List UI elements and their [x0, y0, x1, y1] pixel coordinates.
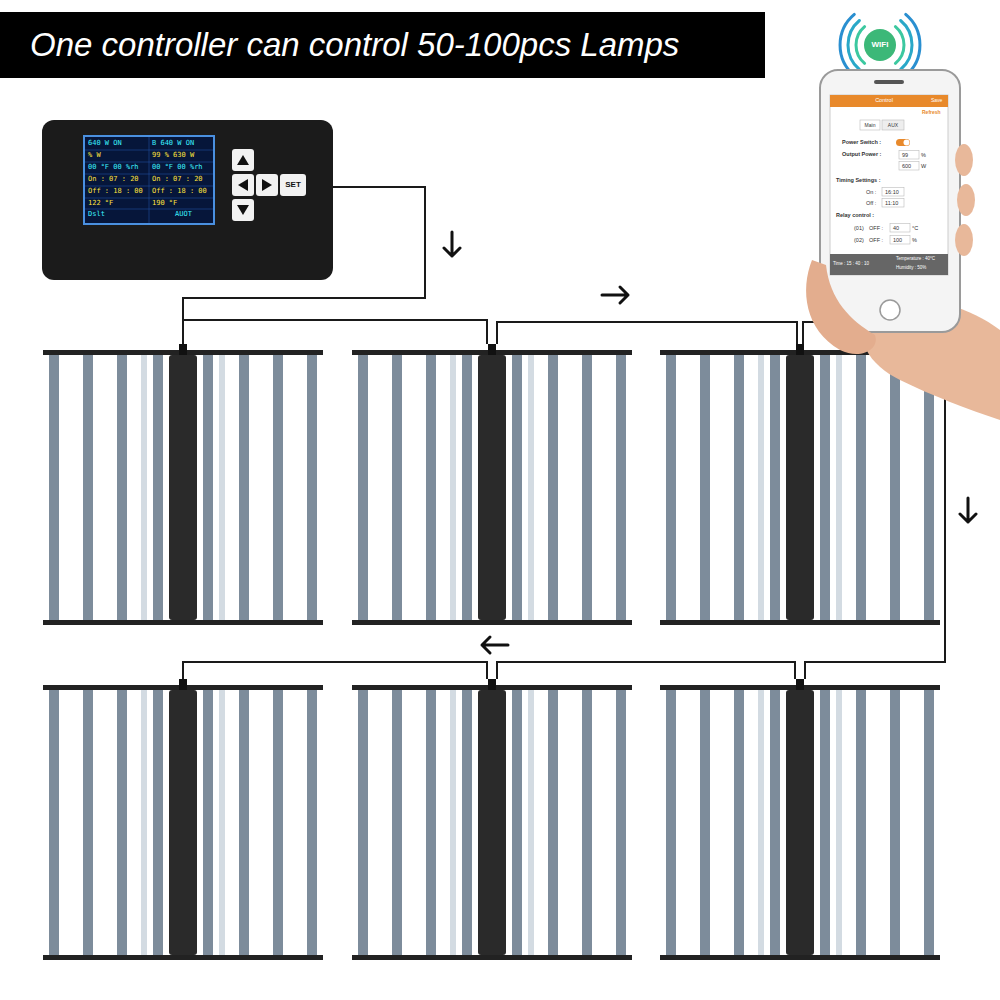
down-button [232, 199, 254, 221]
app-text: 40 [893, 226, 899, 232]
app-text: 16:10 [885, 190, 899, 196]
signal-wire [183, 320, 945, 679]
app-text: Relay control : [836, 213, 874, 219]
lamp [660, 344, 940, 625]
app-text: 600 [902, 164, 911, 170]
left-arrow [482, 637, 508, 653]
app-text: % [921, 153, 926, 159]
button-label: SET [285, 181, 301, 189]
app-text: 11:10 [885, 201, 898, 207]
lamp [43, 679, 323, 960]
app-text: AUX [888, 123, 898, 128]
screen-readout: On : 07 : 20 [152, 176, 203, 183]
tab [860, 120, 880, 130]
app-text: OFF : [869, 238, 883, 244]
title-banner: One controller can control 50-100pcs Lam… [0, 12, 765, 78]
app-text: W [921, 164, 926, 170]
phone-body [820, 70, 960, 332]
lamp [352, 679, 632, 960]
app-text: 99 [902, 153, 908, 159]
home-button [880, 300, 900, 320]
controller [42, 120, 333, 280]
finger [955, 144, 973, 176]
controller-body [42, 120, 333, 280]
up-symbol [237, 155, 249, 165]
app-text: 100 [893, 238, 902, 244]
tab [882, 120, 904, 130]
screen-grid [85, 137, 213, 223]
left-button [232, 174, 254, 196]
app-text: Time : 15 : 40 : 10 [833, 262, 869, 267]
screen-readout: 99 % 630 W [152, 152, 194, 159]
app-text: Power Switch : [842, 140, 881, 146]
screen-readout: 640 W ON [88, 140, 122, 147]
right-button [256, 174, 278, 196]
power-toggle-knob [904, 140, 910, 146]
right-symbol [262, 179, 272, 191]
phone-screen [830, 95, 948, 275]
app-text: Main [865, 123, 876, 128]
lamp [43, 344, 323, 625]
thumb [806, 260, 876, 354]
finger [955, 224, 973, 256]
screen-readout: Dslt [88, 211, 105, 218]
screen-readout: Off : 18 : 00 [88, 188, 143, 195]
app-text: OFF : [869, 226, 883, 232]
app-text: (02) [854, 238, 864, 244]
screen-readout: Off : 18 : 00 [152, 188, 207, 195]
app-text: Output Power : [842, 152, 881, 158]
app-text: % [912, 238, 917, 244]
down-symbol [237, 205, 249, 215]
app-text: (01) [854, 226, 864, 232]
screen-readout: B 640 W ON [152, 140, 194, 147]
wifi-label: WIFI [872, 41, 889, 49]
wifi-badge [864, 29, 896, 61]
down-arrow [444, 232, 460, 256]
phone-earpiece [874, 80, 904, 84]
app-text: Save [931, 98, 942, 103]
app-footer [830, 254, 948, 275]
finger [957, 184, 975, 216]
screen-readout: On : 07 : 20 [88, 176, 139, 183]
app-text: Off : [866, 201, 876, 207]
down-arrow [960, 498, 976, 522]
lamp [352, 344, 632, 625]
app-text: °C [912, 226, 918, 232]
power-toggle [896, 139, 910, 146]
app-header [830, 95, 948, 107]
screen-readout: 190 °F [152, 200, 177, 207]
screen-readout: 00 °F 00 %rh [88, 164, 139, 171]
left-symbol [238, 179, 248, 191]
app-text: Refresh [922, 110, 941, 115]
wifi-waves [840, 14, 920, 75]
up-button [232, 149, 254, 171]
screen-readout: AUOT [175, 211, 192, 218]
app-text: Control [875, 98, 893, 104]
app-text: Timing Settings : [836, 178, 881, 184]
hand-with-phone [806, 70, 1000, 420]
app-text: On : [866, 190, 876, 196]
screen-readout: 00 °F 00 %rh [152, 164, 203, 171]
input-boxes [882, 151, 919, 245]
controller-screen [84, 136, 214, 224]
screen-readout: 122 °F [88, 200, 113, 207]
app-text: Humidity : 50% [896, 266, 926, 271]
right-arrow [602, 287, 628, 303]
screen-readout: % W [88, 152, 101, 159]
lamp [660, 679, 940, 960]
set-button [280, 174, 306, 196]
app-text: Temperature : 40°C [896, 257, 935, 262]
